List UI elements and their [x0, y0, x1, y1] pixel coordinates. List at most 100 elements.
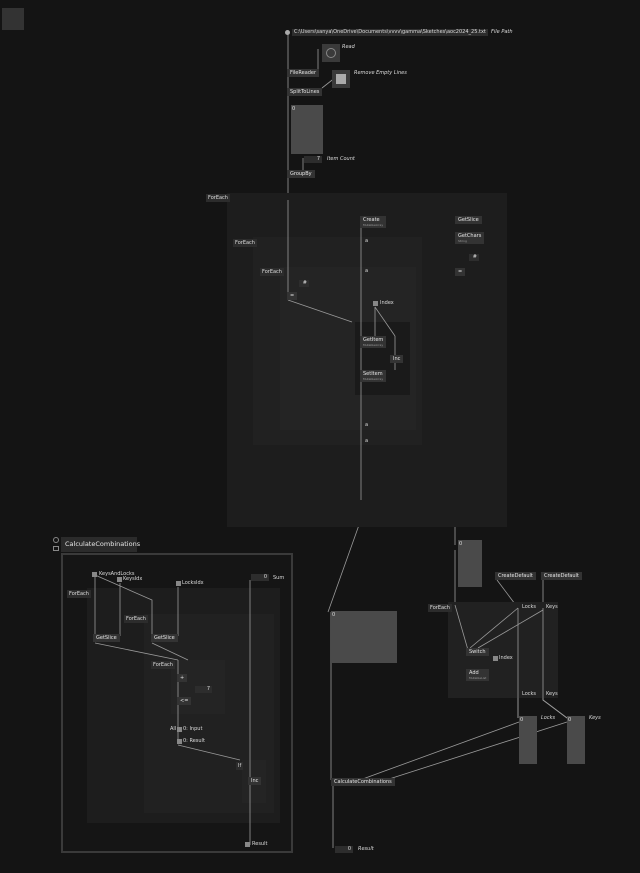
node-title: SetItem — [363, 371, 383, 377]
all-label: All — [170, 726, 177, 732]
calculate-combinations-node[interactable]: CalculateCombinations — [331, 778, 395, 786]
accumulator-label: a — [365, 422, 369, 428]
locks-label: Locks — [522, 691, 537, 697]
create-default-node[interactable]: CreateDefault — [495, 572, 536, 580]
result-pin-label: 0: Result — [183, 738, 205, 744]
collapse-icon[interactable] — [53, 546, 59, 551]
keys-spread-viewer[interactable]: 0 — [567, 716, 585, 764]
keys-label: Keys — [546, 604, 558, 610]
node-title: GetChars — [458, 233, 482, 239]
node-title: Add — [469, 670, 479, 676]
node-type: MutableArray — [363, 377, 384, 381]
input-label: 0: Input — [183, 726, 203, 732]
index-label: Index — [380, 300, 394, 306]
seven-input[interactable]: 7 — [195, 686, 212, 693]
spread-index: 0 — [292, 106, 296, 112]
result-output: 0 — [335, 846, 353, 853]
toggle-fill — [336, 74, 346, 84]
result-pin[interactable] — [177, 739, 182, 744]
get-slice-node[interactable]: GetSlice — [93, 634, 120, 642]
sum-input[interactable]: 0 — [251, 574, 269, 581]
subpatch-tab[interactable]: CalculateCombinations — [61, 537, 140, 552]
node-type: MutableList — [469, 676, 487, 680]
spread-index: 0 — [520, 717, 524, 723]
keys-idx-label: KeysIdx — [123, 576, 143, 582]
keys-idx-pin[interactable] — [117, 577, 122, 582]
hash-input[interactable]: # — [469, 254, 479, 261]
result-output-pin[interactable] — [245, 842, 250, 847]
settings-icon[interactable] — [53, 537, 59, 543]
keys-output-label: Keys — [589, 715, 601, 721]
foreach-label: ForEach — [428, 604, 452, 612]
split-to-lines-node[interactable]: SplitToLines — [287, 88, 323, 96]
accumulator-label: a — [365, 238, 369, 244]
switch-node[interactable]: Switch — [466, 648, 489, 656]
node-type: MutableArray — [363, 343, 384, 347]
foreach-label: ForEach — [260, 268, 284, 276]
sum-label: Sum — [273, 575, 285, 581]
create-default-node[interactable]: CreateDefault — [541, 572, 582, 580]
patch-menu-button[interactable] — [2, 8, 24, 30]
if-label: If — [236, 762, 244, 770]
inc-node[interactable]: Inc — [248, 777, 262, 785]
node-title: Create — [363, 217, 380, 223]
spread-index: 0 — [459, 541, 463, 547]
remove-empty-lines-toggle[interactable] — [332, 70, 350, 88]
pin-icon[interactable] — [285, 30, 290, 35]
spread-index: 0 — [332, 612, 336, 618]
hash-input[interactable]: # — [299, 280, 309, 287]
foreach-label: ForEach — [206, 194, 230, 202]
group-by-node[interactable]: GroupBy — [287, 170, 315, 178]
node-type: String — [458, 239, 467, 243]
locks-spread-viewer[interactable]: 0 — [519, 716, 537, 764]
keys-and-locks-label: KeysAndLocks — [99, 571, 135, 577]
foreach-label: ForEach — [233, 239, 257, 247]
spread-viewer[interactable]: 0 — [458, 540, 482, 587]
lte-node[interactable]: <= — [177, 697, 192, 705]
circle-icon — [326, 48, 336, 58]
equals-node[interactable]: = — [287, 292, 298, 300]
foreach-label: ForEach — [151, 661, 175, 669]
item-count-input[interactable]: 7 — [304, 156, 322, 163]
node-type: MutableArray — [363, 223, 384, 227]
get-slice-node[interactable]: GetSlice — [455, 216, 482, 224]
index-pin[interactable] — [493, 656, 498, 661]
index-label: Index — [499, 655, 513, 661]
node-title: GetItem — [363, 337, 384, 343]
equals-node[interactable]: = — [455, 268, 466, 276]
locks-idx-pin[interactable] — [176, 581, 181, 586]
accumulator-label: a — [365, 268, 369, 274]
accumulator-label: a — [365, 438, 369, 444]
locks-output-label: Locks — [541, 715, 556, 721]
file-path-label: File Path — [491, 29, 513, 35]
file-path-input[interactable]: C:\Users\sanya\OneDrive\Documents\vvvv\g… — [292, 29, 488, 36]
plus-node[interactable]: + — [177, 674, 188, 682]
spread-viewer[interactable]: 0 — [331, 611, 397, 663]
input-pin[interactable] — [177, 727, 182, 732]
result-output-label: Result — [252, 841, 268, 847]
locks-label: Locks — [522, 604, 537, 610]
get-slice-node[interactable]: GetSlice — [151, 634, 178, 642]
foreach-label: ForEach — [124, 615, 148, 623]
inc-node[interactable]: Inc — [390, 355, 404, 363]
spread-index: 0 — [568, 717, 572, 723]
index-pin[interactable] — [373, 301, 378, 306]
remove-empty-lines-label: Remove Empty Lines — [354, 70, 407, 76]
locks-idx-label: LocksIdx — [182, 580, 204, 586]
read-bang-button[interactable] — [322, 44, 340, 62]
item-count-label: Item Count — [327, 156, 355, 162]
keys-and-locks-pin[interactable] — [92, 572, 97, 577]
spread-viewer[interactable]: 0 — [291, 105, 323, 154]
read-label: Read — [342, 44, 355, 50]
foreach-label: ForEach — [67, 590, 91, 598]
file-reader-node[interactable]: FileReader — [287, 69, 320, 77]
keys-label: Keys — [546, 691, 558, 697]
